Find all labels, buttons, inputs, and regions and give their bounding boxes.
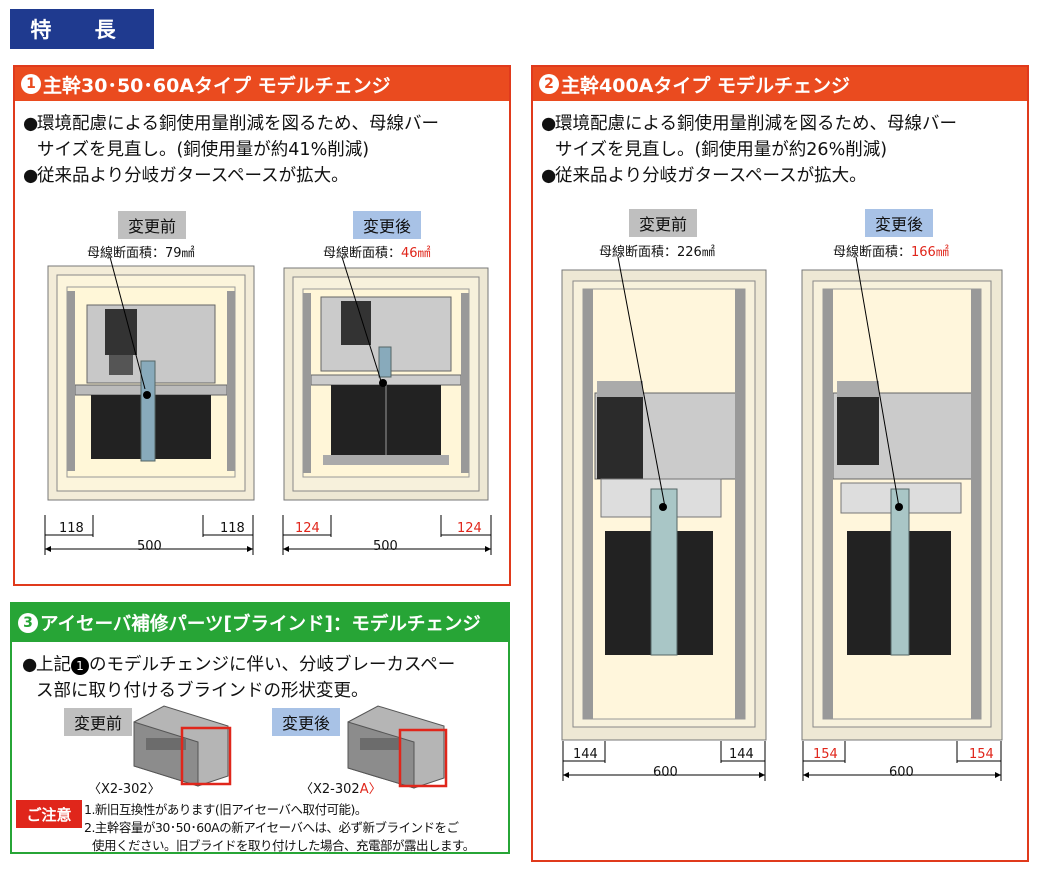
p3-after-model: 〈X2-302A〉 — [300, 782, 382, 797]
p3-after-tag: 変更後 — [272, 708, 341, 736]
section-header: 特 長 — [10, 9, 154, 49]
p1-before-dim-right: 118 — [220, 521, 245, 536]
p1-before-leader — [109, 256, 146, 390]
p1-before-dim-left: 118 — [59, 521, 84, 536]
p3-before-tag: 変更前 — [64, 708, 133, 736]
number-badge-2: 2 — [539, 74, 559, 94]
p2-after-dim-right: 154 — [969, 747, 994, 762]
p3-bullet-b: ス部に取り付けるブラインドの形状変更。 — [36, 681, 369, 701]
caution-note-3: 使用ください。旧ブライドを取り付けした場合、充電部が露出します。 — [92, 838, 475, 853]
p1-after-dims — [282, 515, 492, 555]
panel-1-title: 1 主幹30･50･60Aタイプ モデルチェンジ — [15, 67, 509, 101]
p2-after-dim-width: 600 — [889, 765, 914, 780]
number-badge-3: 3 — [18, 613, 38, 633]
p2-after-diagram — [801, 269, 1003, 741]
p2-before-dim-right: 144 — [729, 747, 754, 762]
p2-before-leader — [617, 256, 666, 508]
p2-before-dim-left: 144 — [573, 747, 598, 762]
p3-after-part-image — [347, 705, 448, 789]
panel-2-bullets: ●環境配慮による銅使用量削減を図るため、母線バー サイズを見直し。(銅使用量が約… — [541, 114, 957, 186]
p2-before-tag: 変更前 — [629, 209, 698, 237]
p2-bullet1a: 環境配慮による銅使用量削減を図るため、母線バー — [555, 114, 957, 134]
p3-before-part-image — [133, 705, 232, 787]
p1-after-dim-width: 500 — [373, 539, 398, 554]
panel-1-title-text: 主幹30･50･60Aタイプ モデルチェンジ — [43, 74, 391, 97]
panel-2-title-text: 主幹400Aタイプ モデルチェンジ — [561, 74, 850, 97]
p1-after-leader — [341, 256, 382, 382]
panel-1-bullets: ●環境配慮による銅使用量削減を図るため、母線バー サイズを見直し。(銅使用量が約… — [23, 114, 439, 186]
p3-bullet-a: のモデルチェンジに伴い、分岐ブレーカスペー — [89, 655, 456, 675]
panel-3-title-text: アイセーバ補修パーツ[ブラインド]：モデルチェンジ — [40, 614, 481, 635]
p1-before-dim-width: 500 — [137, 539, 162, 554]
p1-before-tag: 変更前 — [118, 211, 187, 239]
p1-after-tag: 変更後 — [353, 211, 422, 239]
p2-bullet1b: サイズを見直し。(銅使用量が約26%削減) — [555, 140, 888, 160]
panel-2-title: 2 主幹400Aタイプ モデルチェンジ — [533, 67, 1027, 101]
p2-bullet2: 従来品より分岐ガタースペースが拡大。 — [555, 166, 867, 186]
p1-after-dim-right: 124 — [457, 521, 482, 536]
caution-note-2: 2.主幹容量が30･50･60Aの新アイセーバへは、必ず新ブラインドをご — [84, 820, 459, 835]
p1-before-diagram — [47, 265, 255, 501]
number-badge-1: 1 — [21, 74, 41, 94]
p1-before-dims — [44, 515, 254, 555]
panel-1: 1 主幹30･50･60Aタイプ モデルチェンジ ●環境配慮による銅使用量削減を… — [13, 65, 511, 586]
panel-3-title: 3 アイセーバ補修パーツ[ブラインド]：モデルチェンジ — [12, 604, 508, 642]
p1-before-caption: 母線断面積：79㎟ — [87, 246, 195, 261]
p3-before-model: 〈X2-302〉 — [88, 782, 161, 797]
p1-after-dim-left: 124 — [295, 521, 320, 536]
number-badge-inline: 1 — [71, 657, 89, 675]
p1-bullet1b: サイズを見直し。(銅使用量が約41%削減) — [37, 140, 370, 160]
p2-before-caption: 母線断面積：226㎟ — [599, 245, 715, 260]
p2-before-dim-width: 600 — [653, 765, 678, 780]
p1-bullet2: 従来品より分岐ガタースペースが拡大。 — [37, 166, 349, 186]
p2-after-dims — [802, 741, 1002, 781]
p1-bullet1a: 環境配慮による銅使用量削減を図るため、母線バー — [37, 114, 439, 134]
p2-after-leader — [855, 256, 900, 508]
caution-note-1: 1.新旧互換性があります(旧アイセーバへ取付可能)。 — [84, 802, 367, 817]
p1-after-diagram — [283, 267, 489, 501]
p2-after-tag: 変更後 — [865, 209, 934, 237]
p3-bullet-pre: 上記 — [36, 655, 71, 675]
p2-after-caption: 母線断面積：166㎟ — [833, 245, 949, 260]
panel-2: 2 主幹400Aタイプ モデルチェンジ ●環境配慮による銅使用量削減を図るため、… — [531, 65, 1029, 862]
caution-badge: ご注意 — [16, 800, 82, 828]
p2-before-dims — [562, 741, 766, 781]
p2-after-dim-left: 154 — [813, 747, 838, 762]
